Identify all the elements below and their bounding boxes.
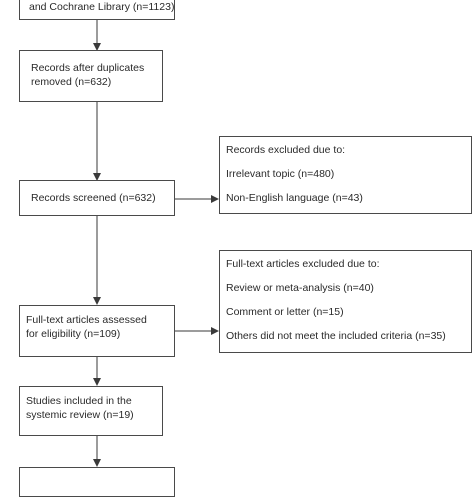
screened-line-1: Records screened (n=632) [31, 192, 156, 204]
identification-box: and Cochrane Library (n=1123) [19, 0, 175, 20]
fulltext-excluded-box: Full-text articles excluded due to: Revi… [219, 250, 472, 353]
included-line-2: systemic review (n=19) [26, 409, 134, 421]
next-stage-box-partial [19, 467, 175, 497]
fulltext-line-1: Full-text articles assessed [26, 314, 147, 326]
fulltext-line-2: for eligibility (n=109) [26, 328, 121, 340]
screened-excluded-box: Records excluded due to: Irrelevant topi… [219, 136, 472, 214]
after-duplicates-line-2: removed (n=632) [31, 76, 112, 88]
included-box: Studies included in the systemic review … [19, 386, 163, 436]
included-line-1: Studies included in the [26, 395, 132, 407]
identification-line-1: and Cochrane Library (n=1123) [29, 1, 175, 13]
fulltext-excluded-reason-1: Review or meta-analysis (n=40) [226, 282, 374, 294]
screened-excluded-reason-2: Non-English language (n=43) [226, 192, 363, 204]
screened-excluded-reason-1: Irrelevant topic (n=480) [226, 168, 335, 180]
fulltext-excluded-reason-3: Others did not meet the included criteri… [226, 330, 446, 342]
fulltext-box: Full-text articles assessed for eligibil… [19, 305, 175, 357]
screened-box: Records screened (n=632) [19, 180, 175, 216]
fulltext-excluded-heading: Full-text articles excluded due to: [226, 258, 380, 270]
fulltext-excluded-reason-2: Comment or letter (n=15) [226, 306, 344, 318]
after-duplicates-box: Records after duplicates removed (n=632) [19, 50, 163, 102]
after-duplicates-line-1: Records after duplicates [31, 62, 145, 74]
flow-connectors [93, 20, 219, 467]
screened-excluded-heading: Records excluded due to: [226, 144, 346, 156]
